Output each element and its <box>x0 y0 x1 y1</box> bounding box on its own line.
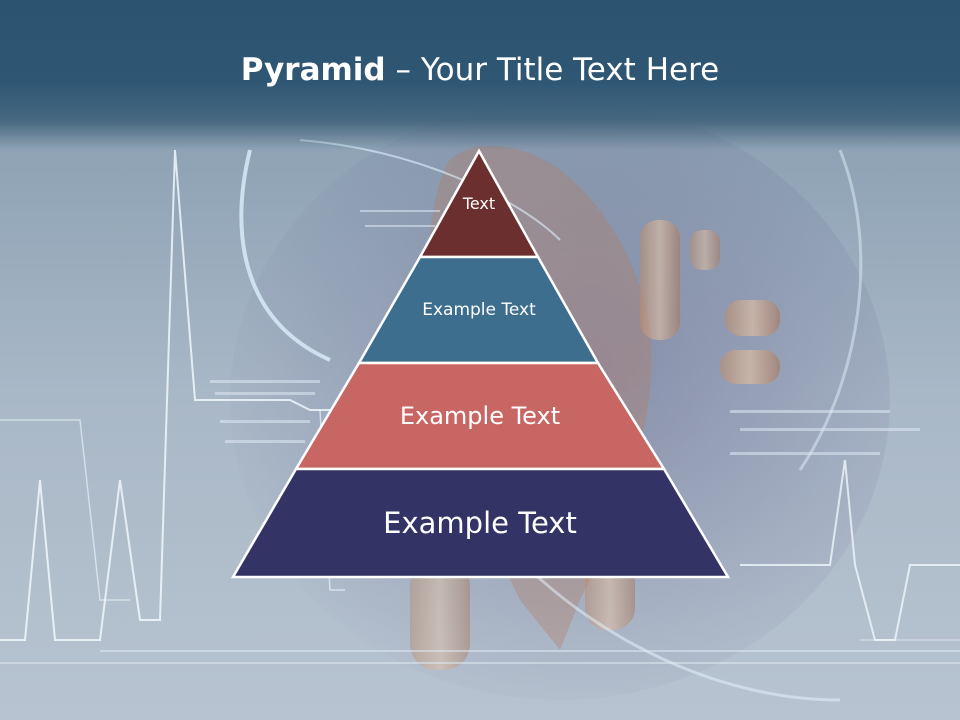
slide-title: Pyramid – Your Title Text Here <box>0 52 960 88</box>
pyramid-tier-4-label: Example Text <box>383 506 577 540</box>
slide-title-rest: – Your Title Text Here <box>385 52 720 88</box>
title-bar: Pyramid – Your Title Text Here <box>0 0 960 150</box>
pyramid-tier-4-shape <box>230 467 731 579</box>
pyramid-tier-2-label: Example Text <box>422 300 536 320</box>
pyramid-tier-2: Example Text <box>356 255 601 365</box>
slide-title-bold: Pyramid <box>240 52 386 88</box>
pyramid-tier-1: Text <box>417 148 541 259</box>
pyramid-tier-3: Example Text <box>293 361 667 471</box>
pyramid-tier-4: Example Text <box>230 467 731 579</box>
pyramid-tier-3-label: Example Text <box>400 402 560 430</box>
pyramid-tier-1-label: Text <box>462 194 495 213</box>
